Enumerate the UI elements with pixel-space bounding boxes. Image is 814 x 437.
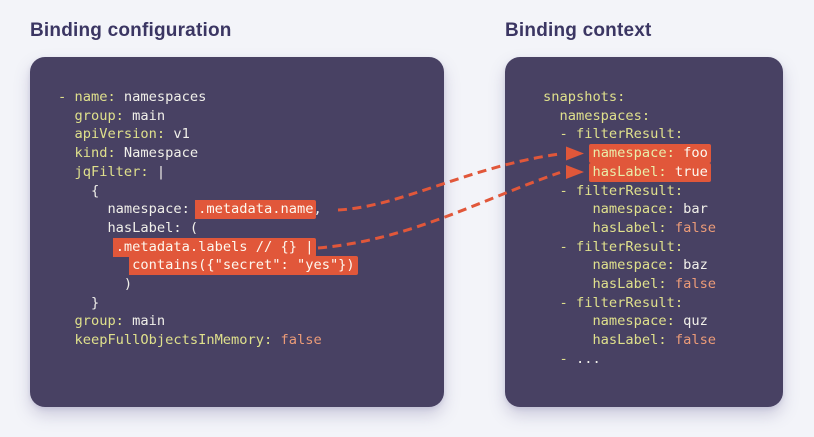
code-token: keepFullObjectsInMemory: bbox=[58, 332, 273, 349]
code-line: hasLabel: false bbox=[543, 219, 783, 238]
highlighted-code-token: hasLabel: bbox=[589, 162, 667, 182]
code-token: Namespace bbox=[115, 145, 199, 162]
code-line: ) bbox=[58, 275, 444, 294]
code-line: group: main bbox=[58, 107, 444, 126]
code-token bbox=[58, 239, 116, 255]
code-token: - filterResult: bbox=[543, 126, 684, 143]
code-token: - filterResult: bbox=[543, 182, 684, 199]
code-token: hasLabel: bbox=[543, 276, 667, 293]
code-token: main bbox=[123, 313, 166, 330]
code-line: - name: namespaces bbox=[58, 88, 444, 107]
code-token: v1 bbox=[165, 126, 190, 143]
code-line: } bbox=[58, 294, 444, 313]
code-token: snapshots: bbox=[543, 89, 626, 105]
code-token bbox=[543, 145, 592, 161]
code-line: jqFilter: | bbox=[58, 163, 444, 182]
code-line: namespace: baz bbox=[543, 256, 783, 275]
code-token: bar bbox=[674, 201, 708, 218]
code-line: namespace: bar bbox=[543, 200, 783, 219]
code-line: kind: Namespace bbox=[58, 144, 444, 163]
code-token: false bbox=[272, 332, 322, 349]
code-token: main bbox=[123, 107, 166, 124]
code-token: namespaces bbox=[115, 89, 207, 105]
code-line: - ... bbox=[543, 350, 783, 369]
code-token: namespace: bbox=[543, 313, 675, 330]
binding-configuration-title: Binding configuration bbox=[30, 20, 232, 41]
code-token: kind: bbox=[58, 145, 116, 162]
code-token: quz bbox=[674, 313, 708, 330]
code-token: | bbox=[148, 163, 166, 180]
code-token: namespaces: bbox=[543, 107, 651, 124]
code-line: hasLabel: ( bbox=[58, 219, 444, 238]
binding-configuration-panel: - name: namespaces group: main apiVersio… bbox=[30, 57, 444, 407]
code-token: apiVersion: bbox=[58, 126, 166, 143]
code-token: - name: bbox=[58, 89, 116, 105]
code-token: group: bbox=[58, 107, 124, 124]
highlighted-code-token: contains({"secret": "yes"}) bbox=[129, 256, 358, 276]
code-token: namespace: bbox=[543, 201, 675, 218]
code-line: namespace: .metadata.name, bbox=[58, 200, 444, 220]
code-token: ) bbox=[58, 276, 133, 293]
highlighted-code-token: namespace: bbox=[589, 144, 675, 164]
code-line: - filterResult: bbox=[543, 182, 783, 201]
code-token: group: bbox=[58, 313, 124, 330]
code-token: namespace: bbox=[58, 201, 199, 218]
code-line: keepFullObjectsInMemory: false bbox=[58, 331, 444, 350]
binding-context-code: snapshots: namespaces: - filterResult: n… bbox=[505, 57, 783, 369]
code-line: - filterResult: bbox=[543, 238, 783, 257]
code-token: false bbox=[666, 219, 717, 236]
code-line: hasLabel: false bbox=[543, 331, 783, 350]
code-line: namespaces: bbox=[543, 107, 783, 126]
code-token: hasLabel: bbox=[543, 332, 667, 349]
code-line: { bbox=[58, 182, 444, 201]
code-token: hasLabel: ( bbox=[58, 219, 199, 236]
binding-context-panel: snapshots: namespaces: - filterResult: n… bbox=[505, 57, 783, 407]
code-token bbox=[58, 257, 132, 273]
code-token: false bbox=[666, 276, 717, 293]
code-token: - filterResult: bbox=[543, 238, 684, 255]
code-line: hasLabel: false bbox=[543, 275, 783, 294]
code-line: namespace: quz bbox=[543, 312, 783, 331]
code-token: namespace: bbox=[543, 257, 675, 274]
code-line: hasLabel: true bbox=[543, 162, 783, 182]
code-token: ... bbox=[575, 350, 601, 367]
code-token: jqFilter: bbox=[58, 163, 149, 180]
code-line: contains({"secret": "yes"}) bbox=[58, 256, 444, 276]
code-line: .metadata.labels // {} | bbox=[58, 237, 444, 257]
code-line: snapshots: bbox=[543, 88, 783, 107]
highlighted-code-token: true bbox=[666, 162, 711, 182]
code-token: , bbox=[313, 201, 322, 218]
code-line: group: main bbox=[58, 312, 444, 331]
code-line: namespace: foo bbox=[543, 144, 783, 164]
highlighted-code-token: .metadata.labels // {} | bbox=[112, 237, 317, 257]
code-line: apiVersion: v1 bbox=[58, 125, 444, 144]
code-token bbox=[543, 164, 592, 180]
code-token: baz bbox=[674, 257, 708, 274]
binding-configuration-code: - name: namespaces group: main apiVersio… bbox=[30, 57, 444, 350]
code-token: { bbox=[58, 182, 100, 199]
highlighted-code-token: .metadata.name bbox=[195, 200, 317, 220]
highlighted-code-token: foo bbox=[674, 144, 711, 164]
code-token: } bbox=[58, 294, 100, 311]
code-token: - filterResult: bbox=[543, 294, 684, 311]
code-line: - filterResult: bbox=[543, 294, 783, 313]
code-token: hasLabel: bbox=[543, 219, 667, 236]
code-token: false bbox=[666, 332, 717, 349]
code-token: - bbox=[543, 350, 576, 367]
code-line: - filterResult: bbox=[543, 125, 783, 144]
binding-context-title: Binding context bbox=[505, 20, 652, 41]
